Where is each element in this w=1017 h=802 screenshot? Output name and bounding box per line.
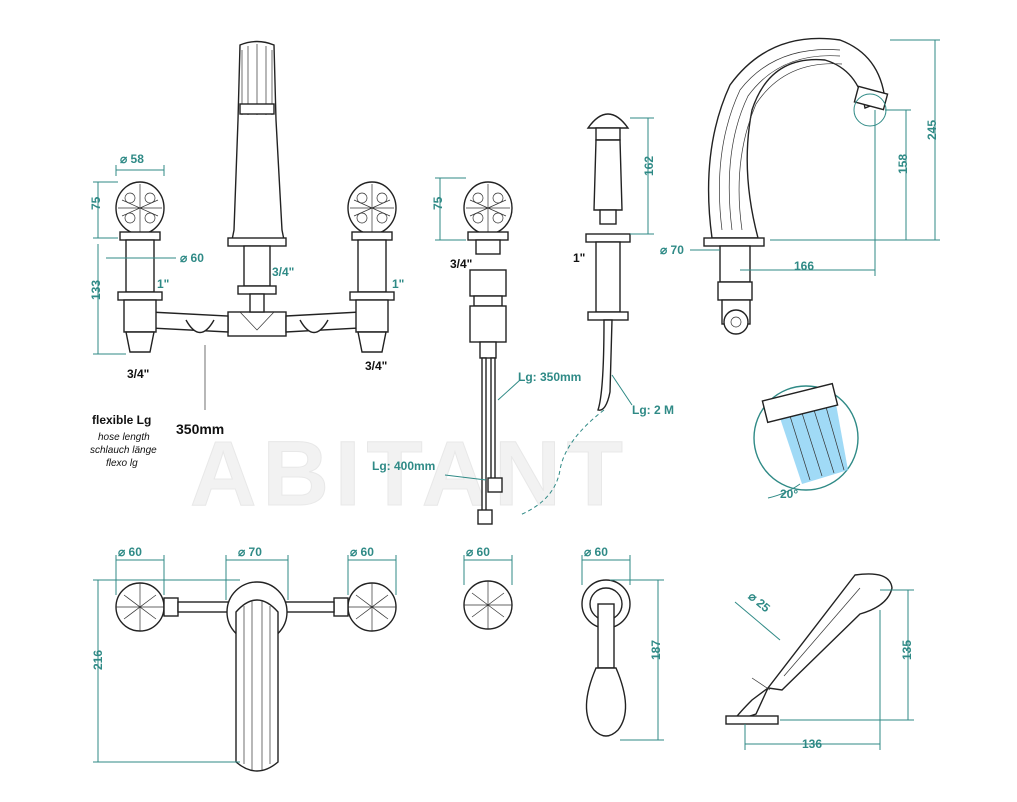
left-valve <box>115 181 165 353</box>
aerator-detail <box>753 382 859 499</box>
dim-spout-outlet-height: 158 <box>896 154 910 174</box>
thread-left-valve: 1" <box>157 277 169 291</box>
dim-valve-body-height: 133 <box>89 280 103 300</box>
flexible-line-1: hose length <box>98 432 150 443</box>
single-valve-top-view <box>463 555 513 630</box>
thread-right-inlet: 3/4" <box>365 359 387 373</box>
dim-single-top: ⌀ 60 <box>466 545 490 559</box>
hand-shower-detail <box>725 573 914 750</box>
hand-shower-side <box>519 113 654 516</box>
thread-left-inlet: 3/4" <box>127 367 149 381</box>
dim-top-left-valve: ⌀ 60 <box>118 545 142 559</box>
spray-angle: 20° <box>780 487 798 501</box>
dim-left-valve-diameter: ⌀ 58 <box>120 152 144 166</box>
hose-length-400-label: Lg: 400mm <box>372 459 435 473</box>
flexible-line-3: flexo lg <box>106 458 138 469</box>
dim-holder-length: 187 <box>649 640 663 660</box>
shower-holder-top-view <box>581 555 664 741</box>
dim-holder-top: ⌀ 60 <box>584 545 608 559</box>
dim-spout-height: 245 <box>925 120 939 140</box>
dim-single-valve-height: 75 <box>431 196 445 210</box>
thread-right-valve: 1" <box>392 277 404 291</box>
dim-spout-reach: 166 <box>794 259 814 273</box>
dim-shower-height: 135 <box>900 640 914 660</box>
right-valve <box>347 181 397 353</box>
hose-length-350-label: Lg: 350mm <box>518 370 581 384</box>
thread-spout: 3/4" <box>272 265 294 279</box>
dim-shower-width: 136 <box>802 737 822 751</box>
flexible-title: flexible Lg <box>92 413 151 427</box>
dim-valve-handle-height: 75 <box>89 196 103 210</box>
dim-top-depth: 216 <box>91 650 105 670</box>
flexible-line-2: schlauch länge <box>90 445 157 456</box>
mixer-top-view <box>93 555 397 772</box>
thread-shower: 1" <box>573 251 585 265</box>
dim-spout-base-diameter: ⌀ 70 <box>660 243 684 257</box>
dim-flange-diameter: ⌀ 60 <box>180 251 204 265</box>
hose-length-350: 350mm <box>176 421 224 437</box>
dim-shower-holder-height: 162 <box>642 156 656 176</box>
dim-top-right-valve: ⌀ 60 <box>350 545 374 559</box>
watermark: ABITANT <box>190 423 629 525</box>
thread-single-valve: 3/4" <box>450 257 472 271</box>
dim-shower-head-diameter: ⌀ 25 <box>746 589 774 615</box>
single-valve-side <box>435 177 521 525</box>
swan-spout <box>690 37 940 335</box>
mixer-front-view <box>93 40 397 410</box>
hose-length-2m-label: Lg: 2 M <box>632 403 674 417</box>
dim-top-spout: ⌀ 70 <box>238 545 262 559</box>
